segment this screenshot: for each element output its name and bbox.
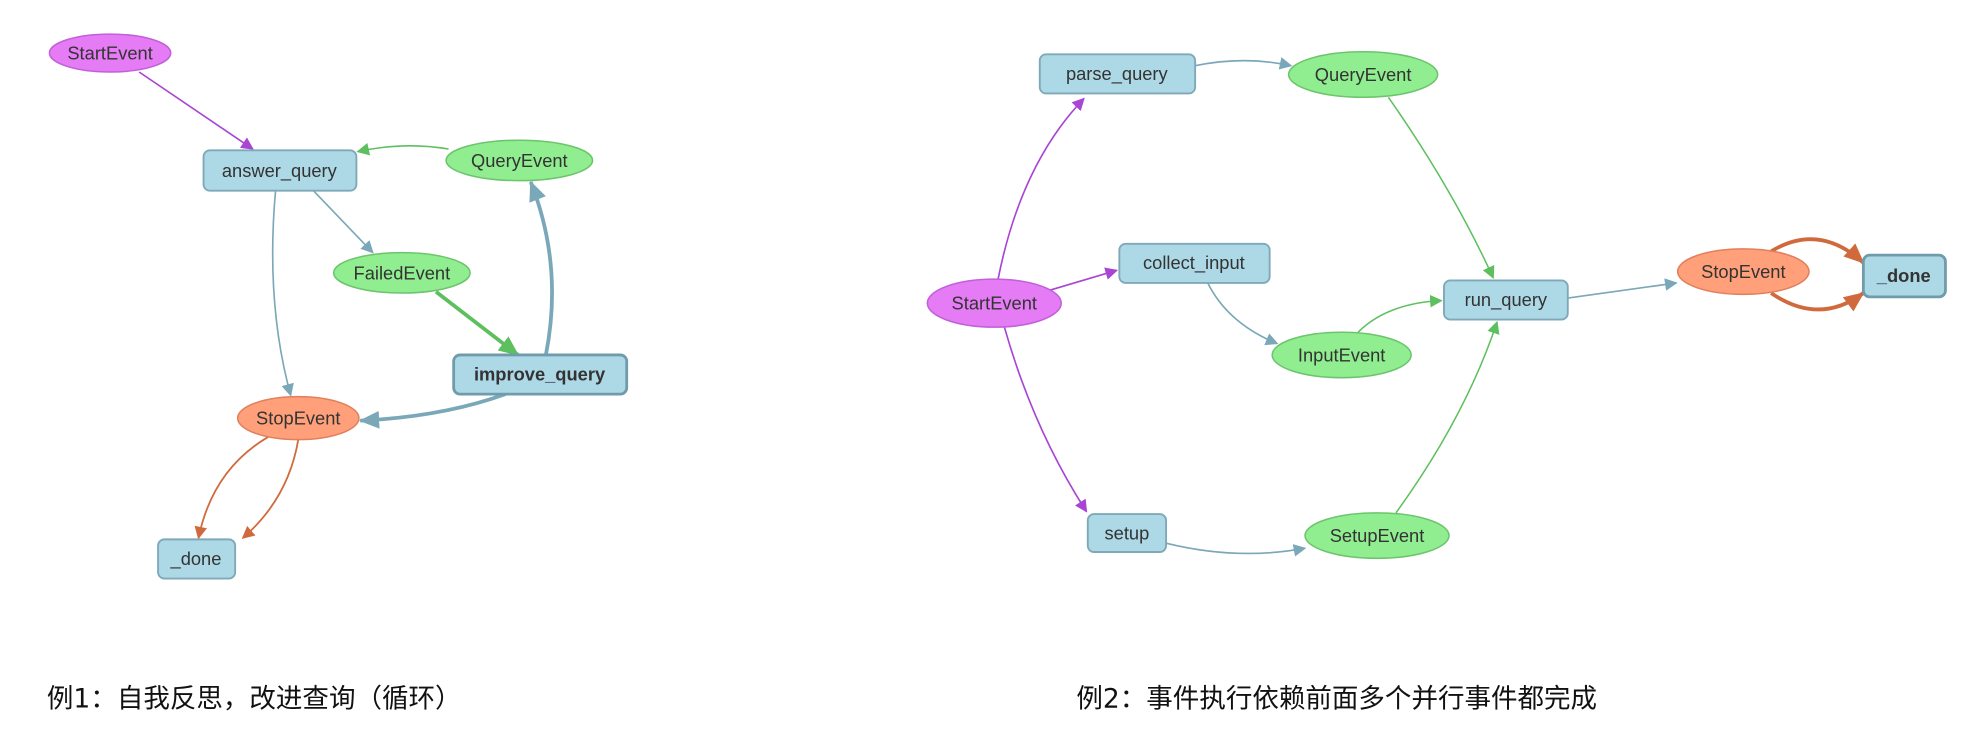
node-label: run_query xyxy=(1465,289,1548,311)
example2-graph: parse_query QueryEvent collect_input Sta… xyxy=(926,51,1947,714)
edge-input-event-to-run-query xyxy=(1357,294,1443,333)
edge-start-to-answer-query xyxy=(138,71,254,150)
node-input-event: InputEvent xyxy=(1271,331,1412,379)
edge-failed-event-to-improve-query xyxy=(434,290,520,357)
node-label: SetupEvent xyxy=(1330,525,1425,546)
node-label: parse_query xyxy=(1066,63,1169,85)
example2-caption: 例2：事件执行依赖前面多个并行事件都完成 xyxy=(1076,683,1597,714)
node-run-query: run_query xyxy=(1443,279,1569,321)
edge-stop-event-to-done-2 xyxy=(241,439,300,539)
node-done: _done xyxy=(157,538,237,580)
node-label: StopEvent xyxy=(256,408,340,429)
node-failed-event: FailedEvent xyxy=(332,251,471,294)
node-query-event: QueryEvent xyxy=(1287,51,1439,99)
edge-setup-to-setup-event xyxy=(1165,542,1307,557)
node-label: _done xyxy=(1876,265,1931,286)
node-label: setup xyxy=(1105,523,1150,544)
node-setup: setup xyxy=(1086,513,1168,553)
edge-collect-input-to-input-event xyxy=(1207,282,1279,346)
node-label: QueryEvent xyxy=(1315,64,1412,85)
node-label: QueryEvent xyxy=(471,150,568,171)
node-collect-input: collect_input xyxy=(1118,242,1271,284)
example1-graph: StartEvent answer_query QueryEvent Faile… xyxy=(47,33,629,714)
edge-answer-query-to-failed-event xyxy=(312,190,374,254)
edge-start-to-parse-query xyxy=(997,97,1085,280)
node-done: _done xyxy=(1861,253,1947,299)
edge-stop-event-to-done-1 xyxy=(1770,237,1865,265)
node-improve-query: improve_query xyxy=(452,353,629,396)
node-label: answer_query xyxy=(222,160,338,182)
node-label: collect_input xyxy=(1143,252,1245,274)
node-stop-event: StopEvent xyxy=(1676,248,1810,296)
edge-query-event-to-run-query xyxy=(1387,96,1495,280)
edge-improve-query-to-query-event xyxy=(528,180,554,356)
node-parse-query: parse_query xyxy=(1038,53,1197,95)
node-query-event: QueryEvent xyxy=(445,139,594,182)
node-label: _done xyxy=(170,548,222,570)
node-label: FailedEvent xyxy=(354,262,451,283)
node-label: StopEvent xyxy=(1701,261,1785,282)
edge-stop-event-to-done-1 xyxy=(194,436,269,540)
node-stop-event: StopEvent xyxy=(236,395,360,441)
node-start-event: StartEvent xyxy=(48,33,172,73)
node-label: improve_query xyxy=(474,363,606,384)
node-label: InputEvent xyxy=(1298,344,1385,365)
edge-run-query-to-stop-event xyxy=(1567,278,1678,299)
node-label: StartEvent xyxy=(952,293,1037,314)
edge-stop-event-to-done-2 xyxy=(1770,291,1865,312)
edge-parse-query-to-query-event xyxy=(1194,57,1293,70)
node-setup-event: SetupEvent xyxy=(1304,512,1450,560)
example1-caption: 例1：自我反思，改进查询（循环） xyxy=(47,683,462,714)
edge-answer-query-to-stop-event xyxy=(271,190,294,397)
node-answer-query: answer_query xyxy=(202,149,358,192)
edge-query-event-to-answer-query xyxy=(356,143,449,156)
edge-setup-event-to-run-query xyxy=(1395,320,1500,514)
edge-start-to-collect-input xyxy=(1048,267,1119,292)
edge-improve-query-to-stop-event xyxy=(358,392,507,429)
node-start-event: StartEvent xyxy=(926,278,1062,328)
edge-start-to-setup xyxy=(1003,326,1088,513)
node-label: StartEvent xyxy=(67,43,152,64)
